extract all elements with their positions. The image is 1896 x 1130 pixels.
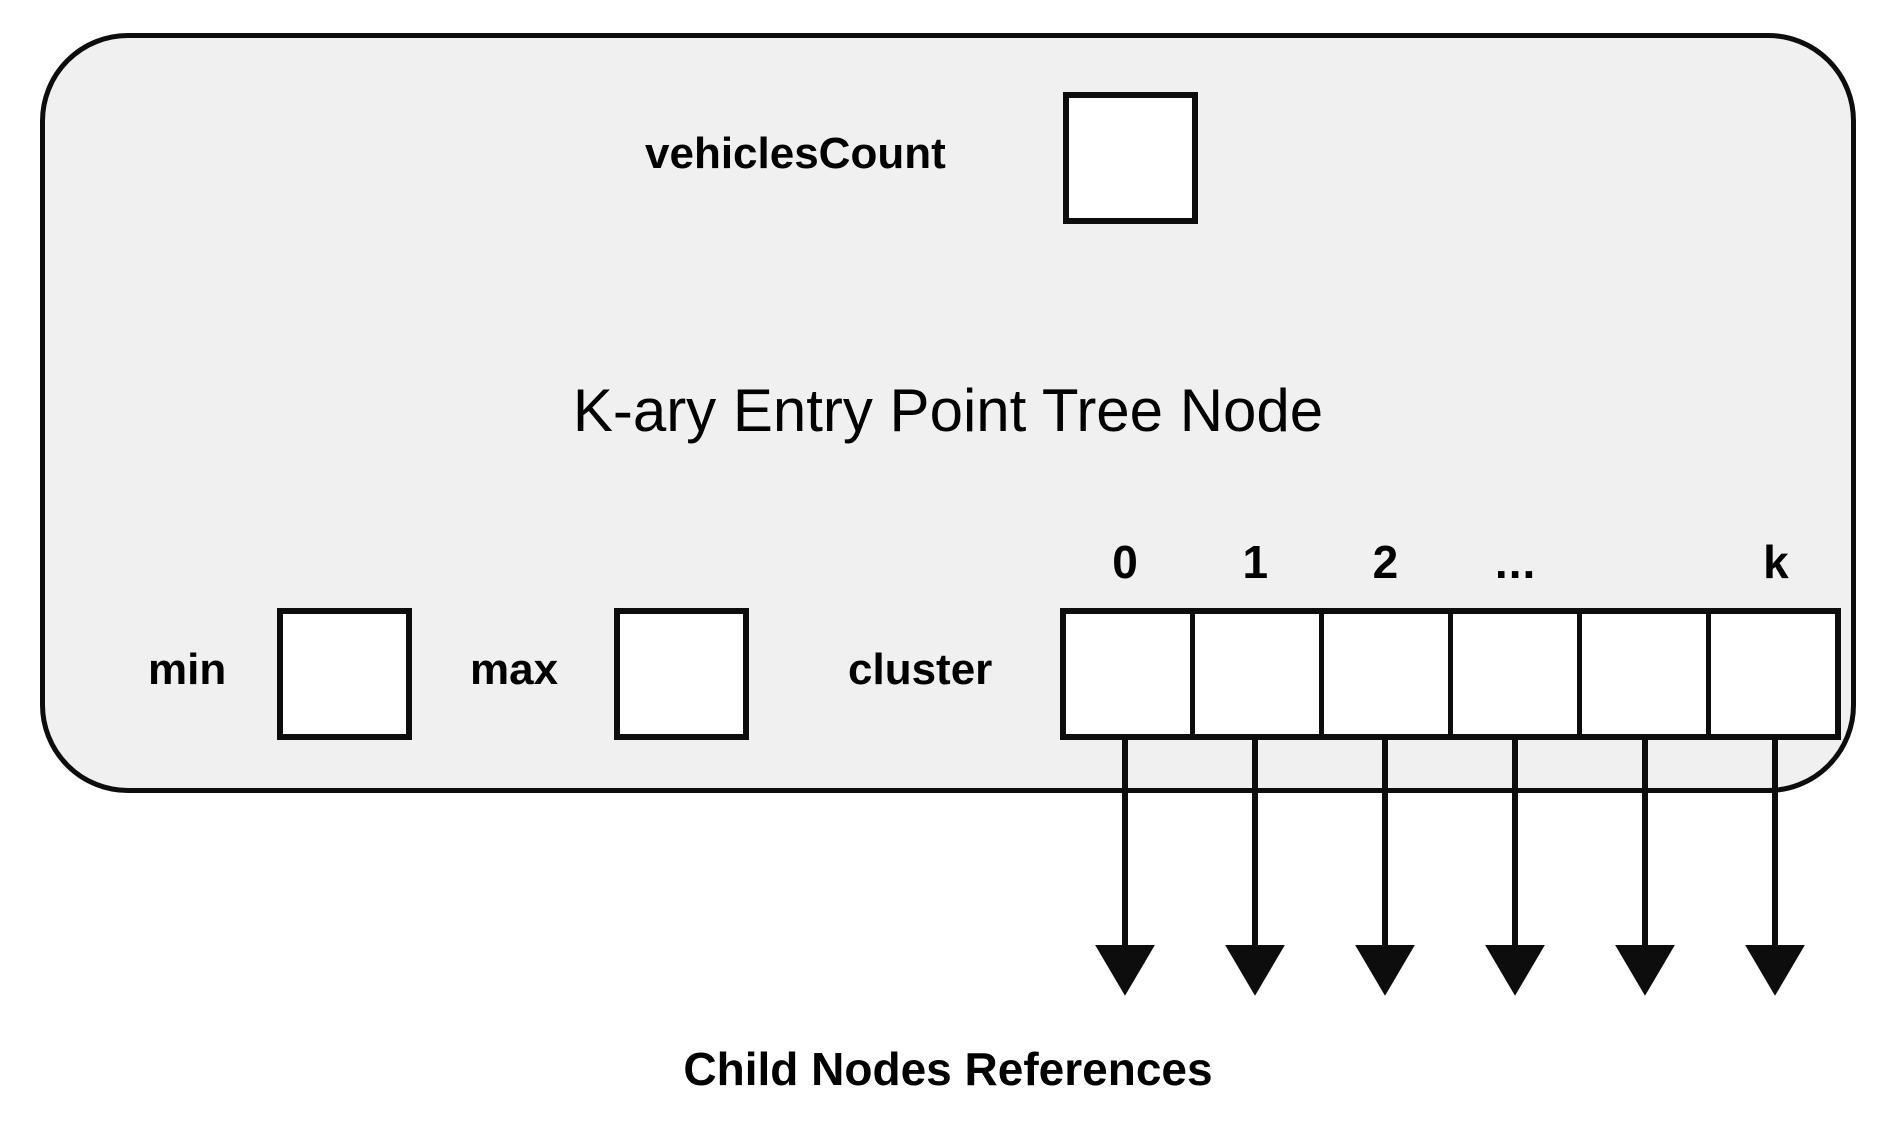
vehicles-count-box <box>1063 92 1198 224</box>
cluster-index-ellipsis: ... <box>1494 536 1537 588</box>
cluster-index-2: 2 <box>1372 536 1399 588</box>
min-label: min <box>148 645 227 694</box>
child-nodes-references-caption: Child Nodes References <box>683 1043 1213 1095</box>
cluster-index-1: 1 <box>1242 536 1269 588</box>
min-value-box <box>277 608 412 740</box>
cluster-cell-4[interactable] <box>1582 614 1711 734</box>
cluster-cell-3[interactable] <box>1453 614 1582 734</box>
max-label: max <box>470 645 559 694</box>
cluster-array <box>1060 608 1841 740</box>
cluster-index-row: 0 1 2 ... k <box>1060 536 1841 588</box>
cluster-cell-1[interactable] <box>1195 614 1324 734</box>
cluster-index-k: k <box>1763 536 1789 588</box>
vehicles-count-label: vehiclesCount <box>645 129 946 178</box>
max-value-box <box>614 608 749 740</box>
node-title: K-ary Entry Point Tree Node <box>572 377 1324 444</box>
cluster-cell-0[interactable] <box>1066 614 1195 734</box>
cluster-cell-2[interactable] <box>1324 614 1453 734</box>
cluster-index-0: 0 <box>1112 536 1138 588</box>
cluster-cell-5[interactable] <box>1711 614 1835 734</box>
cluster-label: cluster <box>848 645 993 694</box>
cluster-index-blank <box>1581 536 1711 588</box>
